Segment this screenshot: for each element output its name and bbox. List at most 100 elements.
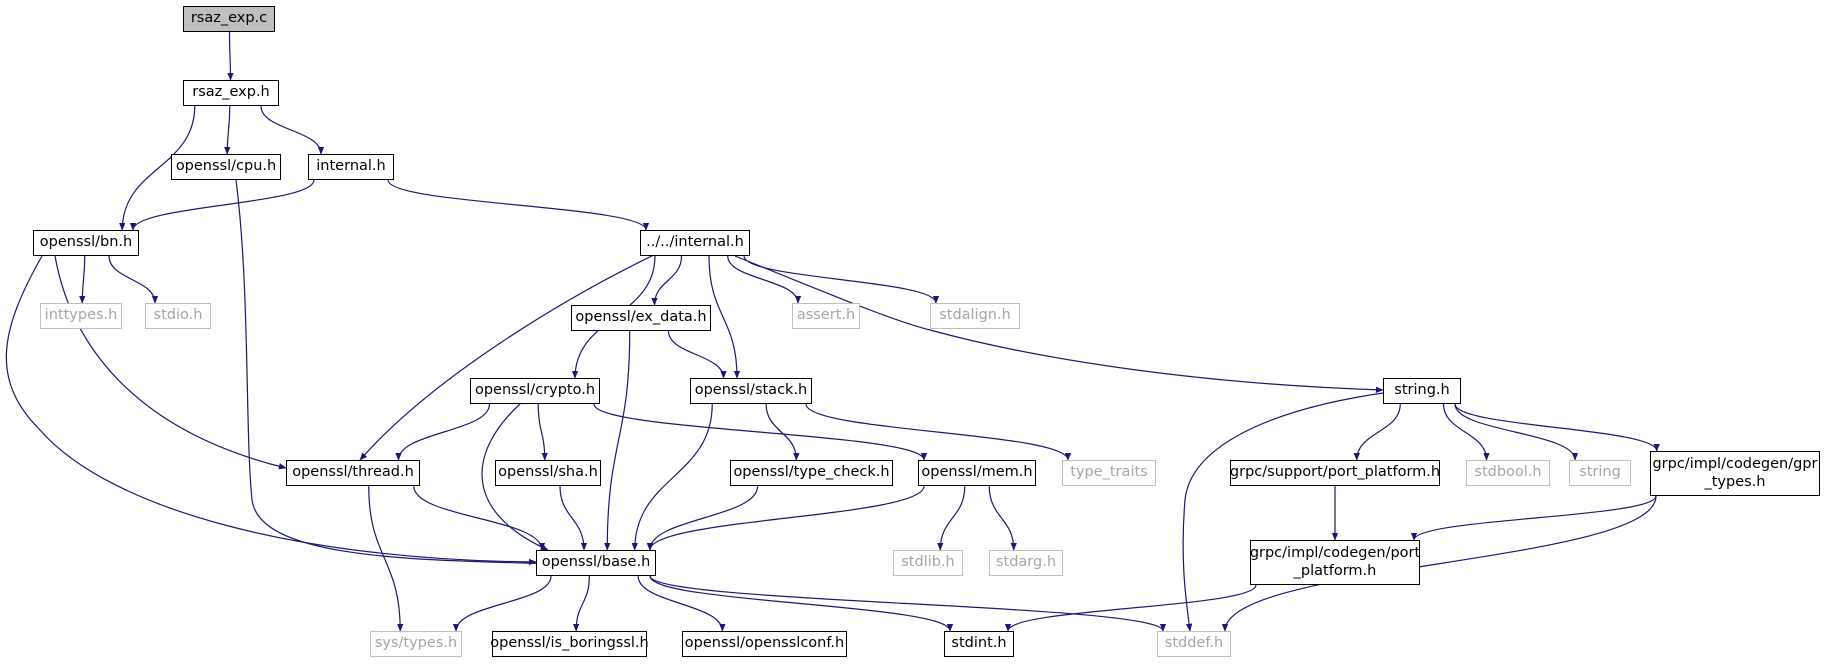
node-label: openssl/opensslconf.h [684, 635, 845, 652]
node-label: grpc/impl/codegen/gpr _types.h [1652, 456, 1818, 490]
node-label: openssl/type_check.h [733, 464, 890, 481]
edge-openssl-base-h-to-openssl-is-boringssl-h [572, 575, 590, 632]
edge-openssl-base-h-to-stddef-h [649, 575, 1167, 632]
edge-openssl-bn-h-to-openssl-thread-h [54, 255, 287, 470]
node-openssl-thread-h[interactable]: openssl/thread.h [286, 460, 420, 486]
node-label: inttypes.h [44, 307, 118, 324]
node-sys-types-h: sys/types.h [370, 631, 462, 657]
node-internal-up-h[interactable]: ../../internal.h [640, 230, 750, 256]
node-stdarg-h: stdarg.h [989, 550, 1063, 576]
node-internal-h[interactable]: internal.h [308, 154, 394, 180]
edge-string-h-to-stddef-h [1182, 391, 1391, 632]
node-label: assert.h [796, 307, 856, 324]
node-label: openssl/is_boringssl.h [490, 635, 649, 652]
edge-internal-up-h-to-openssl-stack-h [708, 255, 741, 379]
node-label: grpc/impl/codegen/port _platform.h [1249, 545, 1421, 579]
edge-rsaz-exp-h-to-internal-h [260, 105, 325, 155]
node-label: openssl/stack.h [694, 382, 808, 399]
edge-openssl-mem-h-to-openssl-base-h [646, 485, 925, 551]
node-type-traits: type_traits [1062, 460, 1156, 486]
edge-grpc-impl-codegen-port-platform-h-to-stdint-h [1004, 584, 1257, 632]
edge-rsaz-exp-c-to-rsaz-exp-h [227, 31, 234, 81]
node-stdint-h[interactable]: stdint.h [944, 631, 1014, 657]
node-openssl-type-check-h[interactable]: openssl/type_check.h [730, 460, 893, 486]
edge-internal-up-h-to-openssl-ex-data-h [651, 255, 683, 306]
node-grpc-support-port-platform-h[interactable]: grpc/support/port_platform.h [1230, 460, 1440, 486]
edge-openssl-thread-h-to-sys-types-h [368, 485, 404, 632]
edge-openssl-bn-h-to-stdio-h [108, 255, 159, 304]
node-label: stdio.h [153, 307, 203, 324]
node-label: openssl/thread.h [292, 464, 414, 481]
edge-openssl-stack-h-to-openssl-base-h [631, 403, 713, 551]
edge-string-h-to-grpc-support-port-platform-h [1353, 403, 1401, 461]
node-label: ../../internal.h [646, 234, 744, 251]
node-label: type_traits [1070, 464, 1148, 481]
edge-openssl-type-check-h-to-openssl-base-h [646, 485, 759, 551]
edge-internal-up-h-to-string-h [734, 255, 1384, 393]
edge-openssl-crypto-h-to-openssl-base-h [481, 403, 549, 551]
node-inttypes-h: inttypes.h [40, 303, 122, 329]
edge-openssl-bn-h-to-openssl-base-h [5, 255, 537, 566]
node-label: stdbool.h [1474, 464, 1542, 481]
edge-openssl-crypto-h-to-openssl-sha-h [537, 403, 548, 461]
node-label: string [1579, 464, 1621, 481]
edge-internal-up-h-to-stdalign-h [743, 255, 940, 304]
node-label: string.h [1394, 382, 1450, 399]
edge-rsaz-exp-h-to-openssl-cpu-h [224, 105, 231, 155]
node-label: stddef.h [1164, 635, 1224, 652]
node-label: stdint.h [951, 635, 1007, 652]
node-label: internal.h [316, 158, 386, 175]
node-openssl-ex-data-h[interactable]: openssl/ex_data.h [571, 305, 711, 331]
node-rsaz-exp-c[interactable]: rsaz_exp.c [183, 6, 275, 32]
edge-openssl-ex-data-h-to-openssl-stack-h [667, 330, 727, 379]
edge-internal-h-to-openssl-bn-h [129, 179, 315, 231]
edge-rsaz-exp-h-to-openssl-bn-h [119, 105, 196, 231]
edge-openssl-mem-h-to-stdlib-h [937, 485, 966, 551]
edge-string-h-to-grpc-impl-codegen-gpr-types-h [1454, 403, 1660, 452]
node-grpc-impl-codegen-gpr-types-h[interactable]: grpc/impl/codegen/gpr _types.h [1650, 451, 1820, 496]
node-label: stdalign.h [939, 307, 1011, 324]
node-openssl-cpu-h[interactable]: openssl/cpu.h [171, 154, 281, 180]
node-label: stdlib.h [901, 554, 955, 571]
node-openssl-opensslconf-h[interactable]: openssl/opensslconf.h [682, 631, 847, 657]
edge-openssl-stack-h-to-openssl-type-check-h [765, 403, 800, 461]
edge-openssl-bn-h-to-inttypes-h [79, 255, 86, 304]
edge-openssl-cpu-h-to-openssl-base-h [235, 179, 561, 567]
node-label: openssl/mem.h [921, 464, 1033, 481]
node-label: openssl/bn.h [39, 234, 133, 251]
edge-openssl-base-h-to-stdint-h [649, 575, 954, 632]
node-label: rsaz_exp.h [192, 84, 270, 101]
edge-openssl-crypto-h-to-openssl-mem-h [593, 403, 928, 461]
node-stdalign-h: stdalign.h [930, 303, 1020, 329]
edge-openssl-ex-data-h-to-openssl-base-h [604, 330, 631, 551]
node-label: openssl/cpu.h [175, 158, 277, 175]
node-openssl-sha-h[interactable]: openssl/sha.h [495, 460, 601, 486]
edge-openssl-base-h-to-openssl-opensslconf-h [637, 575, 726, 632]
node-stddef-h: stddef.h [1157, 631, 1231, 657]
node-label: grpc/support/port_platform.h [1229, 464, 1441, 481]
node-stdbool-h: stdbool.h [1466, 460, 1550, 486]
node-openssl-mem-h[interactable]: openssl/mem.h [918, 460, 1036, 486]
node-string-h[interactable]: string.h [1383, 378, 1461, 404]
node-stdio-h: stdio.h [145, 303, 211, 329]
node-openssl-stack-h[interactable]: openssl/stack.h [690, 378, 812, 404]
edge-string-h-to-string [1454, 403, 1579, 461]
node-grpc-impl-codegen-port-platform-h[interactable]: grpc/impl/codegen/port _platform.h [1250, 540, 1420, 585]
node-label: stdarg.h [995, 554, 1057, 571]
edge-internal-h-to-internal-up-h [387, 179, 650, 231]
edge-grpc-impl-codegen-gpr-types-h-to-grpc-impl-codegen-port-platform-h [1410, 495, 1657, 541]
node-label: rsaz_exp.c [190, 10, 268, 27]
edge-openssl-crypto-h-to-openssl-thread-h [395, 403, 491, 461]
node-label: sys/types.h [374, 635, 458, 652]
node-openssl-crypto-h[interactable]: openssl/crypto.h [470, 378, 600, 404]
edge-string-h-to-stdbool-h [1442, 403, 1490, 461]
node-label: openssl/sha.h [498, 464, 598, 481]
edge-openssl-stack-h-to-type-traits [805, 403, 1072, 461]
node-openssl-is-boringssl-h[interactable]: openssl/is_boringssl.h [490, 631, 649, 657]
node-openssl-bn-h[interactable]: openssl/bn.h [33, 230, 139, 256]
node-label: openssl/crypto.h [474, 382, 596, 399]
node-openssl-base-h[interactable]: openssl/base.h [536, 550, 656, 576]
node-rsaz-exp-h[interactable]: rsaz_exp.h [183, 80, 279, 106]
